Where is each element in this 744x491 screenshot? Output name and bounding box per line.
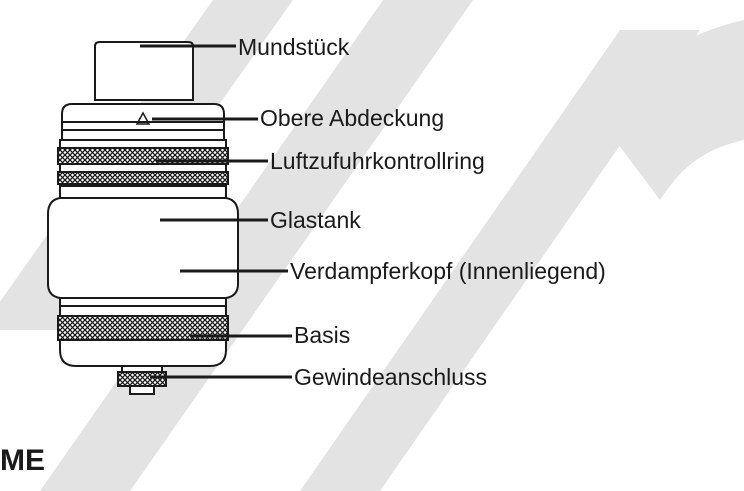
label-thread: Gewindeanschluss	[294, 364, 488, 390]
base-part	[57, 305, 229, 367]
section-heading: ME	[0, 444, 45, 477]
mouthpiece-part	[94, 41, 194, 101]
leader-lines	[140, 44, 292, 379]
label-base: Basis	[294, 322, 351, 348]
label-coil: Verdampferkopf (Innenliegend)	[290, 258, 606, 284]
top-cap-part	[61, 103, 225, 141]
label-airflow-ring: Luftzufuhrkontrollring	[270, 148, 485, 174]
glass-tank-part	[47, 185, 239, 307]
label-top-cap: Obere Abdeckung	[260, 105, 445, 131]
label-glass-tank: Glastank	[270, 207, 361, 233]
label-mouthpiece: Mundstück	[238, 34, 350, 60]
